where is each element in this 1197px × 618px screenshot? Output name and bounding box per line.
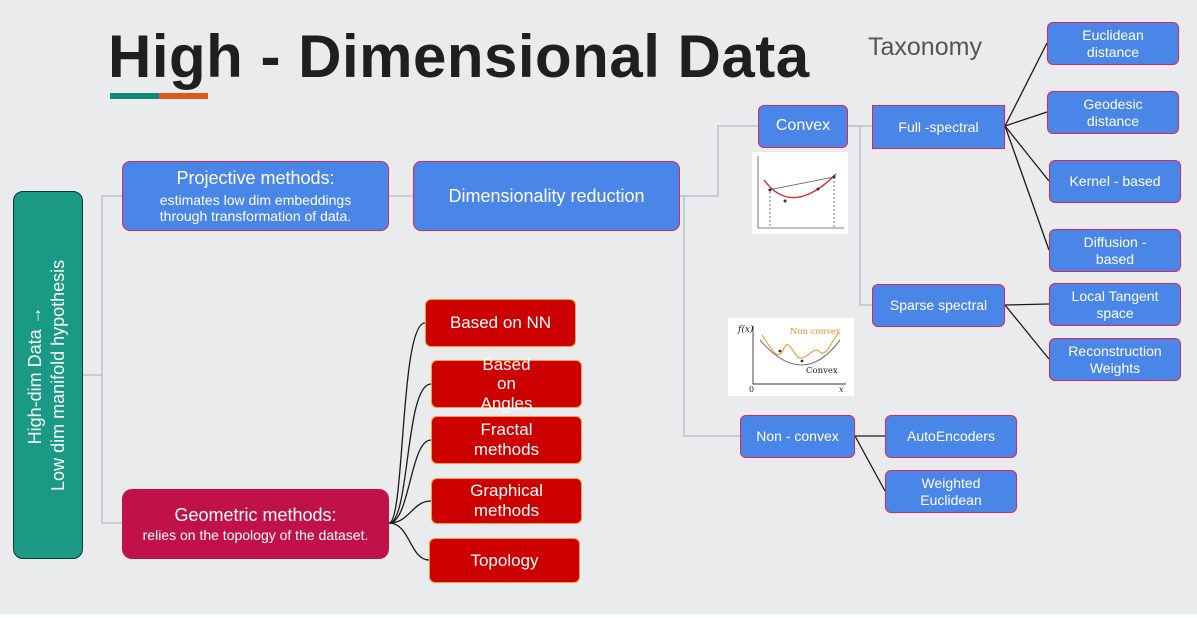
fx-axis-label: f(x): [737, 324, 754, 335]
fractal-methods-node: Fractal methods: [431, 416, 582, 464]
diffusion-based-node: Diffusion - based: [1049, 229, 1181, 272]
geometric-methods-node: Geometric methods: relies on the topolog…: [122, 489, 389, 559]
root-node-text: High-dim Data → Low dim manifold hypothe…: [25, 259, 72, 490]
convex-function-figure: [752, 152, 848, 234]
x-axis-label: x: [839, 385, 844, 394]
sparse-spectral-node: Sparse spectral: [872, 284, 1005, 327]
based-on-nn-node: Based on NN: [425, 299, 576, 347]
root-line-1: High-dim Data →: [25, 305, 46, 445]
projective-methods-node: Projective methods: estimates low dim em…: [122, 161, 389, 231]
topology-node: Topology: [429, 538, 580, 583]
page-title: High - Dimensional Data: [108, 23, 810, 90]
origin-label: 0: [749, 385, 754, 394]
geometric-methods-title: Geometric methods:: [174, 504, 337, 525]
local-tangent-space-node: Local Tangent space: [1049, 283, 1181, 326]
title-underline-teal: [110, 93, 159, 99]
euclidean-distance-node: Euclidean distance: [1047, 22, 1179, 65]
convex-node: Convex: [758, 105, 848, 148]
kernel-based-node: Kernel - based: [1049, 160, 1181, 203]
root-node: High-dim Data → Low dim manifold hypothe…: [13, 191, 83, 559]
weighted-euclidean-node: Weighted Euclidean: [885, 470, 1017, 513]
root-line-2: Low dim manifold hypothesis: [49, 259, 69, 491]
projective-methods-desc: estimates low dim embeddings through tra…: [159, 192, 352, 225]
reconstruction-weights-node: Reconstruction Weights: [1049, 338, 1181, 381]
graphical-methods-node: Graphical methods: [431, 478, 582, 524]
nonconvex-function-figure: f(x) Non convex Convex 0 x: [728, 318, 854, 396]
non-convex-node: Non - convex: [740, 415, 855, 458]
title-underline-orange: [159, 93, 208, 99]
projective-methods-title: Projective methods:: [176, 167, 335, 188]
nonconvex-curve-label: Non convex: [790, 327, 841, 337]
based-on-angles-node: Based on Angles: [431, 355, 582, 413]
taxonomy-label: Taxonomy: [868, 33, 982, 61]
dimensionality-reduction-node: Dimensionality reduction: [413, 161, 680, 231]
autoencoders-node: AutoEncoders: [885, 415, 1017, 458]
geodesic-distance-node: Geodesic distance: [1047, 91, 1179, 134]
full-spectral-node: Full -spectral: [872, 105, 1005, 149]
convex-curve-label: Convex: [806, 366, 838, 376]
geometric-methods-desc: relies on the topology of the dataset.: [142, 527, 369, 544]
